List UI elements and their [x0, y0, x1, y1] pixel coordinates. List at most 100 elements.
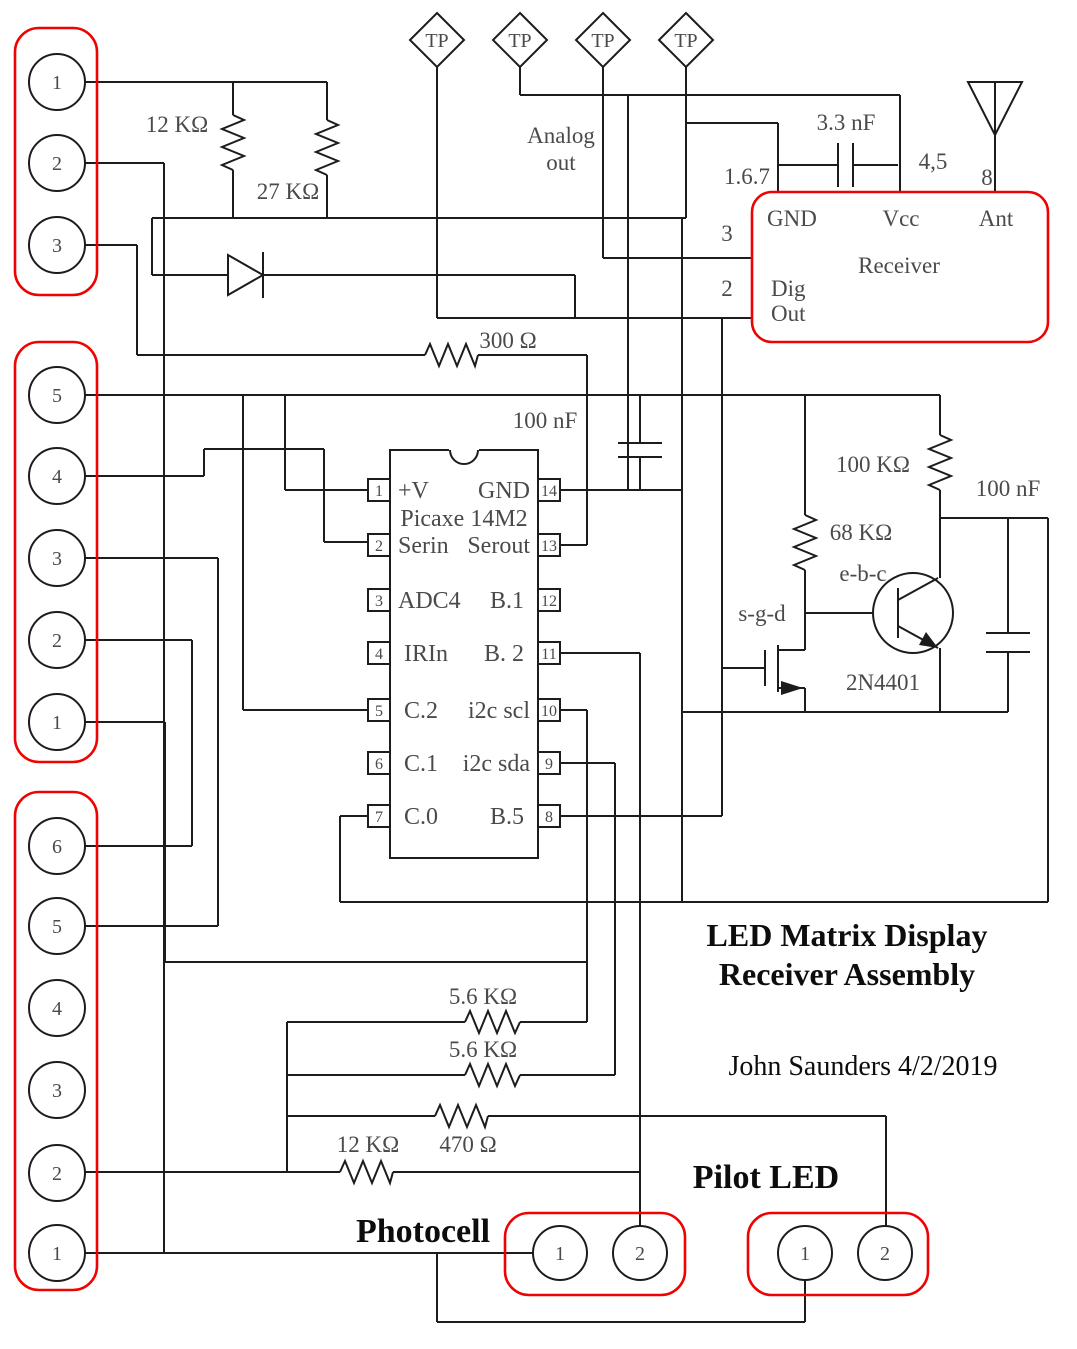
ic-pin-label: GND — [478, 478, 530, 504]
connector-pin — [28, 1061, 86, 1119]
resistor-300 — [424, 341, 479, 370]
ic-pin-num: 14 — [541, 483, 557, 500]
ic-pin-num: 5 — [375, 703, 383, 720]
ic-pin-box-10 — [537, 698, 561, 722]
ic-pin-num: 9 — [545, 756, 553, 773]
connector-pin-number: 1 — [52, 712, 62, 734]
test-points: TP TP TP TP — [408, 11, 715, 69]
connector-pin-number: 3 — [52, 1080, 62, 1102]
ic-pin-label: +V — [398, 478, 430, 504]
resistor-5k6-a — [464, 1008, 521, 1036]
label-analog-out: out — [546, 150, 576, 175]
ic-pin-box-3 — [367, 588, 391, 612]
test-point-diamond — [657, 11, 715, 69]
antenna-icon — [966, 81, 1024, 138]
label-resistor-27k: 27 KΩ — [257, 179, 319, 204]
ic-pin-box-5 — [367, 698, 391, 722]
ic-pin-label: Serout — [467, 533, 530, 559]
ic-pin-label: IRIn — [404, 641, 448, 667]
ic-pin-num: 4 — [375, 646, 383, 663]
connector-outline — [13, 340, 99, 764]
connector-pin-number: 3 — [52, 548, 62, 570]
receiver-ext-gnd: 1.6.7 — [724, 164, 770, 189]
ic-pin-box-2 — [367, 533, 391, 557]
receiver-pin-gnd: GND — [767, 206, 817, 231]
connector-pin — [28, 1224, 86, 1282]
label-mosfet-sgd: s-g-d — [738, 601, 786, 626]
connector-pin — [28, 134, 86, 192]
connector-pin-number: 5 — [52, 916, 62, 938]
ic-pin-label: C.2 — [404, 698, 438, 724]
ic-pin-box-4 — [367, 641, 391, 665]
test-point-diamond — [574, 11, 632, 69]
circuit-wires — [85, 67, 1049, 1323]
capacitor-100n-ic — [618, 442, 662, 458]
receiver-pin-vcc: Vcc — [882, 206, 919, 231]
ic-pin-num: 10 — [541, 703, 557, 720]
transistor-body — [872, 572, 954, 654]
ic-pin-label: C.0 — [404, 804, 438, 830]
ic-pin-box-11 — [537, 641, 561, 665]
receiver-module: GND Vcc Ant Receiver Dig Out 1.6.7 4,5 8… — [721, 149, 1050, 344]
ic-pin-num: 12 — [541, 593, 557, 610]
receiver-pin-out: Out — [771, 301, 806, 326]
transistor-emitter-arrow — [919, 632, 938, 648]
ic-pin-box-7 — [367, 804, 391, 828]
diode — [227, 252, 266, 298]
ic-pin-label: C.1 — [404, 751, 438, 777]
ic-picaxe: 1 2 3 4 5 6 7 14 13 12 11 10 9 8 +V Seri… — [367, 448, 561, 859]
resistor-5k6-b — [464, 1061, 521, 1089]
transistor-collector — [897, 577, 939, 601]
mosfet-symbol — [764, 645, 803, 695]
ic-pin-box-12 — [537, 588, 561, 612]
label-transistor-ebc: e-b-c — [839, 561, 886, 586]
receiver-name: Receiver — [858, 253, 940, 278]
receiver-ext-ant: 8 — [981, 165, 993, 190]
capacitor-100n-right — [986, 632, 1030, 653]
connector-pin — [28, 817, 86, 875]
resistor-100k — [926, 434, 954, 491]
capacitor-3n3 — [837, 143, 854, 187]
label-capacitor-3n3: 3.3 nF — [817, 110, 876, 135]
schematic-title-line2: Receiver Assembly — [719, 956, 975, 992]
label-resistor-300: 300 Ω — [479, 328, 536, 353]
ic-pin-box-9 — [537, 751, 561, 775]
ic-pin-box-8 — [537, 804, 561, 828]
component-labels: 12 KΩ 27 KΩ 300 Ω Analog out 3.3 nF 100 … — [146, 110, 1041, 1157]
connector-pin — [28, 897, 86, 955]
connector-pin-number: 4 — [52, 466, 62, 488]
schematic-title-line1: LED Matrix Display — [707, 917, 988, 953]
label-capacitor-100n-ic: 100 nF — [513, 408, 578, 433]
photocell-label: Photocell — [356, 1213, 490, 1250]
connector-pin-number: 4 — [52, 998, 62, 1020]
ic-pin-num: 1 — [375, 483, 383, 500]
ic-pin-label: Serin — [398, 533, 449, 559]
wire — [85, 81, 686, 1253]
resistor-12k-bottom — [339, 1158, 394, 1187]
connector-pin-number: 2 — [52, 153, 62, 175]
connector-pin-number: 1 — [800, 1243, 810, 1265]
diode-anode-triangle — [227, 253, 266, 297]
ic-notch — [449, 449, 479, 465]
connector-pin-number: 1 — [52, 1243, 62, 1265]
ic-pin-box-13 — [537, 533, 561, 557]
ic-name: Picaxe 14M2 — [400, 506, 527, 532]
ic-pin-box-14 — [537, 478, 561, 502]
connector-pin — [28, 611, 86, 669]
ic-pin-num: 2 — [375, 538, 383, 555]
connector-mid-left: 5 4 3 2 1 — [13, 340, 99, 764]
label-resistor-5k6-b: 5.6 KΩ — [449, 1037, 517, 1062]
connector-pin — [28, 979, 86, 1037]
ic-pin-label: B.5 — [490, 804, 524, 830]
wire — [682, 395, 1048, 713]
ic-pin-num: 6 — [375, 756, 383, 773]
connector-pin-number: 2 — [635, 1243, 645, 1265]
connector-pin-number: 2 — [880, 1243, 890, 1265]
connector-pin — [532, 1225, 588, 1281]
ic-pin-num: 8 — [545, 809, 553, 826]
receiver-outline — [750, 190, 1050, 344]
ic-body — [389, 449, 539, 859]
ic-pin-num: 13 — [541, 538, 557, 555]
capacitors — [618, 143, 1030, 653]
wire — [436, 67, 996, 319]
